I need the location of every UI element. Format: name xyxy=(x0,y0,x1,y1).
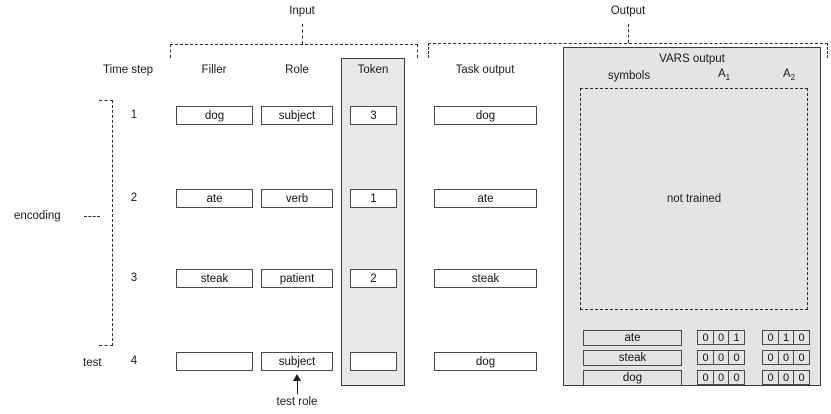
vars-cell[interactable]: 0 xyxy=(793,370,810,385)
encoding-bracket xyxy=(99,100,113,346)
filler-box[interactable]: ate xyxy=(176,189,253,208)
vars-cell[interactable]: 0 xyxy=(728,350,745,365)
input-bracket xyxy=(170,44,418,58)
phase-label-encoding: encoding xyxy=(14,210,61,222)
row-step-number: 1 xyxy=(130,109,138,121)
task-output-box[interactable]: dog xyxy=(434,352,537,371)
output-label-tick xyxy=(628,24,629,43)
a1-letter: A xyxy=(717,68,726,80)
task-output-box[interactable]: dog xyxy=(434,106,537,125)
vars-cell[interactable]: 0 xyxy=(793,330,810,345)
vars-symbol-box[interactable]: steak xyxy=(583,350,682,366)
token-box[interactable]: 2 xyxy=(350,269,397,288)
role-box[interactable]: verb xyxy=(261,189,333,208)
filler-box[interactable]: dog xyxy=(176,106,253,125)
column-header-a1: A1 xyxy=(717,68,731,82)
row-step-number: 3 xyxy=(130,272,138,284)
vars-cell[interactable]: 0 xyxy=(777,350,795,365)
row-step-number: 4 xyxy=(130,355,138,367)
vars-a1-row: 0 0 1 xyxy=(697,330,745,345)
vars-a2-row: 0 0 0 xyxy=(762,370,810,385)
group-label-output: Output xyxy=(610,5,646,17)
vars-cell[interactable]: 0 xyxy=(793,350,810,365)
task-output-box[interactable]: ate xyxy=(434,189,537,208)
input-label-tick xyxy=(302,24,303,44)
column-header-role: Role xyxy=(285,64,309,76)
column-header-token: Token xyxy=(357,64,389,76)
vars-cell[interactable]: 0 xyxy=(697,350,714,365)
column-header-a2: A2 xyxy=(782,68,796,82)
vars-cell[interactable]: 0 xyxy=(712,330,730,345)
phase-label-test: test xyxy=(83,357,102,369)
a1-subscript: 1 xyxy=(725,73,731,82)
a2-letter: A xyxy=(782,68,791,80)
filler-box[interactable] xyxy=(176,352,253,371)
vars-a2-row: 0 1 0 xyxy=(762,330,810,345)
not-trained-label: not trained xyxy=(666,193,722,205)
encoding-label-tick xyxy=(84,216,100,217)
test-role-arrow-line xyxy=(297,381,298,394)
role-box[interactable]: subject xyxy=(261,106,333,125)
not-trained-region xyxy=(580,88,808,310)
test-role-arrow-head xyxy=(293,374,301,381)
vars-cell[interactable]: 0 xyxy=(697,370,714,385)
vars-symbol-box[interactable]: dog xyxy=(583,370,682,386)
vars-a1-row: 0 0 0 xyxy=(697,350,745,365)
vars-cell[interactable]: 0 xyxy=(762,330,779,345)
vars-cell[interactable]: 1 xyxy=(777,330,795,345)
vars-cell[interactable]: 0 xyxy=(762,350,779,365)
vars-output-panel xyxy=(563,47,821,386)
column-header-symbols: symbols xyxy=(607,70,651,82)
vars-cell[interactable]: 0 xyxy=(712,350,730,365)
vars-cell[interactable]: 0 xyxy=(777,370,795,385)
vars-a2-row: 0 0 0 xyxy=(762,350,810,365)
vars-symbol-box[interactable]: ate xyxy=(583,330,682,346)
column-header-vars-output: VARS output xyxy=(659,53,725,65)
token-box[interactable]: 3 xyxy=(350,106,397,125)
task-output-box[interactable]: steak xyxy=(434,269,537,288)
vars-cell[interactable]: 0 xyxy=(762,370,779,385)
token-box[interactable] xyxy=(350,352,397,371)
vars-cell[interactable]: 0 xyxy=(712,370,730,385)
vars-cell[interactable]: 0 xyxy=(728,370,745,385)
column-header-filler: Filler xyxy=(201,64,227,76)
group-label-input: Input xyxy=(289,5,315,17)
a2-subscript: 2 xyxy=(790,73,796,82)
row-step-number: 2 xyxy=(130,192,138,204)
vars-cell[interactable]: 0 xyxy=(697,330,714,345)
filler-box[interactable]: steak xyxy=(176,269,253,288)
vars-a1-row: 0 0 0 xyxy=(697,370,745,385)
vars-cell[interactable]: 1 xyxy=(728,330,745,345)
token-box[interactable]: 1 xyxy=(350,189,397,208)
role-box[interactable]: subject xyxy=(261,352,333,371)
test-role-label: test role xyxy=(276,396,318,408)
column-header-time-step: Time step xyxy=(102,64,154,76)
output-bracket xyxy=(428,43,828,58)
role-box[interactable]: patient xyxy=(261,269,333,288)
column-header-task-output: Task output xyxy=(455,64,515,76)
